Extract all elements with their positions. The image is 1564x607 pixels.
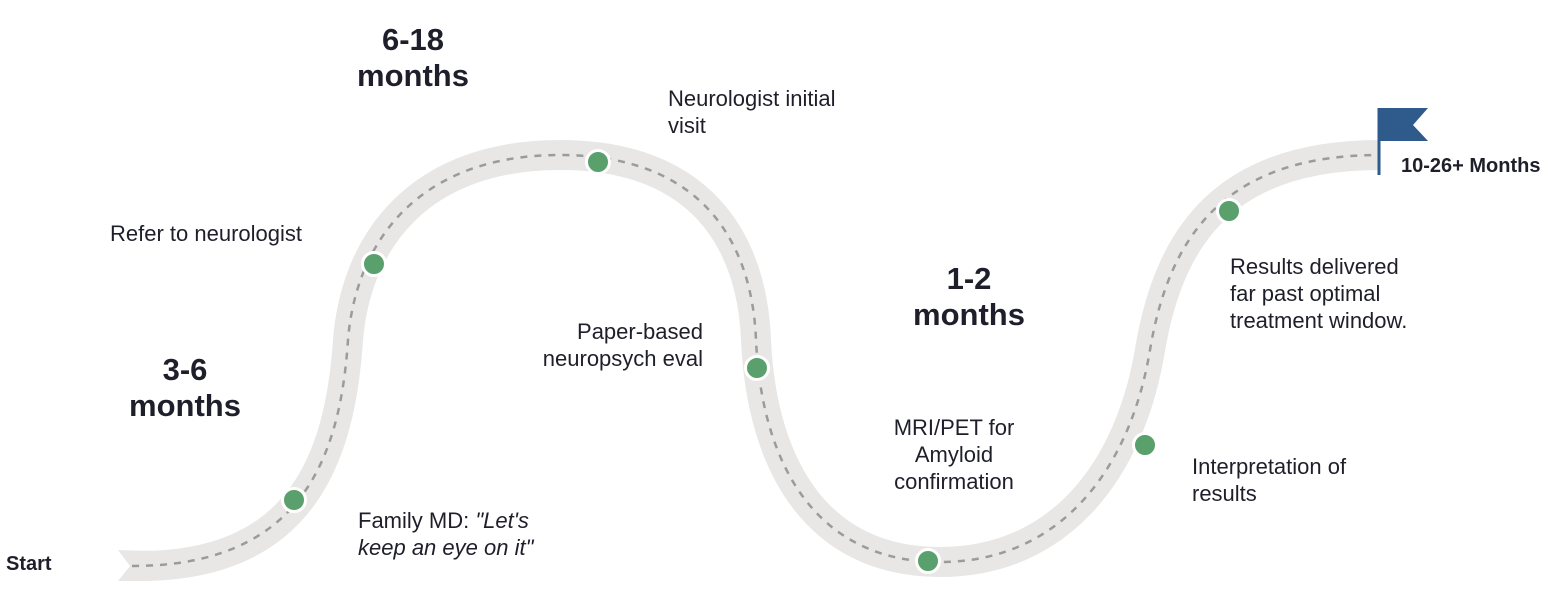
step-interpretation: Interpretation of results	[1192, 453, 1346, 507]
step-refer: Refer to neurologist	[110, 220, 302, 247]
duration-1: 3-6 months	[115, 352, 255, 424]
step-quote: keep an eye on it"	[358, 535, 534, 560]
step-line: Family MD: "Let's	[358, 507, 533, 534]
step-line: confirmation	[894, 469, 1014, 494]
road-centerline	[131, 153, 1381, 568]
milestone-dot	[585, 149, 611, 175]
step-line: Amyloid	[914, 442, 994, 467]
duration-line: 1-2	[946, 261, 992, 296]
step-quote: "Let's	[475, 508, 529, 533]
step-results-delivered: Results delivered far past optimal treat…	[1230, 253, 1407, 334]
step-line: Results delivered	[1230, 254, 1399, 279]
milestone-dot	[1216, 198, 1242, 224]
step-line: neuropsych eval	[542, 346, 703, 371]
step-line: Paper-based	[577, 319, 703, 344]
step-line: treatment window.	[1230, 308, 1408, 333]
step-family-md: Family MD: "Let's keep an eye on it"	[358, 507, 533, 561]
milestone-dot	[361, 251, 387, 277]
step-neuropsych: Paper-based neuropsych eval	[503, 318, 703, 372]
flag-icon	[1377, 108, 1428, 175]
duration-line: months	[913, 297, 1025, 332]
milestone-dot	[281, 487, 307, 513]
step-line: Neurologist initial	[668, 86, 836, 111]
step-line: MRI/PET for	[893, 415, 1015, 440]
step-line: Interpretation of	[1192, 454, 1347, 479]
step-line: far past optimal	[1230, 281, 1381, 306]
duration-line: months	[129, 388, 241, 423]
milestone-dot	[1132, 432, 1158, 458]
start-label: Start	[6, 553, 52, 575]
step-line: results	[1192, 481, 1257, 506]
step-neurologist-visit: Neurologist initial visit	[668, 85, 836, 139]
step-text: Family MD:	[358, 508, 476, 533]
duration-2: 6-18 months	[343, 22, 483, 94]
step-line: Refer to neurologist	[110, 221, 302, 246]
step-line: visit	[668, 113, 706, 138]
duration-3: 1-2 months	[899, 261, 1039, 333]
milestone-dot	[915, 548, 941, 574]
milestone-dot	[744, 355, 770, 381]
duration-line: 6-18	[381, 22, 445, 57]
duration-line: months	[357, 58, 469, 93]
end-label: 10-26+ Months	[1401, 155, 1541, 177]
step-mri-pet: MRI/PET for Amyloid confirmation	[864, 414, 1044, 495]
duration-line: 3-6	[162, 352, 208, 387]
